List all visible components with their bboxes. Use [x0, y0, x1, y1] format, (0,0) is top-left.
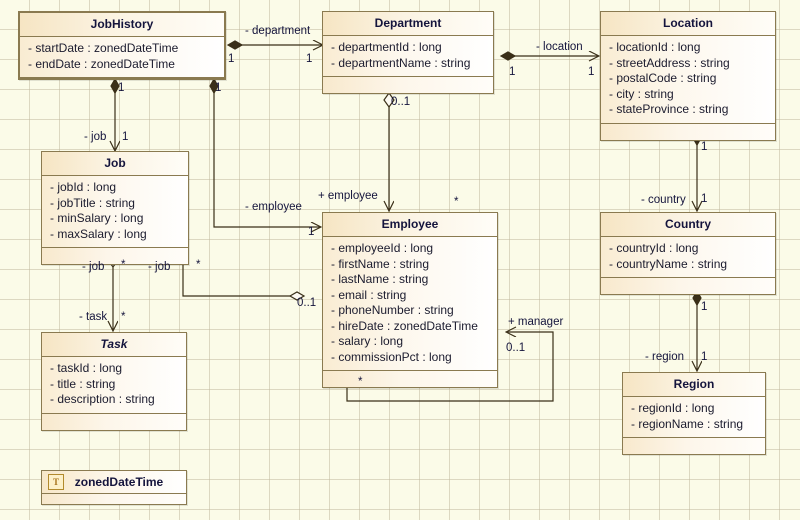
association-role-label: - region: [645, 351, 684, 363]
association-multiplicity: *: [196, 259, 201, 271]
class-operations-location: [601, 123, 775, 140]
attribute-row: - title : string: [50, 376, 116, 391]
association-multiplicity: *: [454, 196, 459, 208]
attribute-row: - hireDate : zonedDateTime: [331, 318, 478, 333]
association-multiplicity: *: [358, 376, 363, 388]
class-box-department[interactable]: Department- departmentId : long- departm…: [322, 11, 494, 94]
class-name-job: Job: [42, 152, 188, 176]
association-multiplicity: *: [121, 311, 126, 323]
attribute-row: - countryName : string: [609, 256, 728, 271]
attribute-row: - phoneNumber : string: [331, 303, 454, 317]
association-role-label: - department: [245, 25, 311, 37]
association-role-label: + manager: [508, 316, 564, 328]
association-role-label: - task: [79, 311, 108, 323]
attribute-row: - departmentId : long: [331, 40, 442, 54]
attribute-row: - regionId : long: [631, 401, 715, 415]
attribute-row: - taskId : long: [50, 361, 123, 375]
class-operations-employee: [323, 371, 497, 387]
class-attributes-region: - regionId : long- regionName : string: [623, 397, 765, 438]
attribute-row: - locationId : long: [609, 40, 701, 54]
association-multiplicity: 0..1: [297, 297, 317, 309]
association-multiplicity: 1: [701, 301, 708, 313]
attribute-row: - firstName : string: [331, 256, 430, 271]
association-multiplicity: 1: [122, 131, 129, 143]
class-operations-region: [623, 438, 765, 454]
class-name-task: Task: [42, 333, 186, 357]
class-box-country[interactable]: Country- countryId : long- countryName :…: [600, 212, 776, 295]
attribute-row: - startDate : zonedDateTime: [28, 41, 179, 55]
association-multiplicity: 1: [701, 193, 708, 205]
class-attributes-task: - taskId : long- title : string- descrip…: [42, 357, 186, 414]
association-role-label: - country: [641, 194, 686, 206]
class-name-jobhistory: JobHistory: [20, 13, 224, 37]
association-multiplicity: 1: [588, 66, 595, 78]
class-attributes-employee: - employeeId : long- firstName : string-…: [323, 237, 497, 371]
attribute-row: - commissionPct : long: [331, 349, 452, 364]
class-operations-department: [323, 77, 493, 93]
class-operations-country: [601, 278, 775, 294]
datatype-body: [42, 494, 186, 504]
attribute-row: - employeeId : long: [331, 241, 434, 255]
attribute-row: - city : string: [609, 86, 674, 101]
attribute-row: - endDate : zonedDateTime: [28, 56, 175, 71]
class-attributes-country: - countryId : long- countryName : string: [601, 237, 775, 278]
association-multiplicity: 1: [118, 82, 125, 94]
attribute-row: - postalCode : string: [609, 71, 717, 85]
attribute-row: - departmentName : string: [331, 55, 471, 70]
association-role-label: - job: [84, 131, 107, 143]
datatype-badge-icon: T: [48, 474, 64, 490]
attribute-row: - salary : long: [331, 334, 404, 348]
attribute-row: - description : string: [50, 392, 155, 406]
association-multiplicity: 1: [308, 226, 315, 238]
class-operations-task: [42, 413, 186, 430]
attribute-row: - jobId : long: [50, 180, 117, 194]
datatype-name: zonedDateTime: [74, 475, 164, 489]
association-multiplicity: 1: [701, 141, 708, 153]
class-box-job[interactable]: Job- jobId : long- jobTitle : string- mi…: [41, 151, 189, 265]
attribute-row: - jobTitle : string: [50, 195, 135, 210]
association-role-label: - location: [536, 41, 583, 53]
class-box-task[interactable]: Task- taskId : long- title : string- des…: [41, 332, 187, 431]
attribute-row: - lastName : string: [331, 272, 429, 286]
class-attributes-jobhistory: - startDate : zonedDateTime- endDate : z…: [20, 37, 224, 78]
association-multiplicity: 1: [306, 53, 313, 65]
class-box-location[interactable]: Location- locationId : long- streetAddre…: [600, 11, 776, 141]
class-attributes-location: - locationId : long- streetAddress : str…: [601, 36, 775, 124]
attribute-row: - maxSalary : long: [50, 226, 147, 241]
class-name-country: Country: [601, 213, 775, 237]
attribute-row: - regionName : string: [631, 416, 744, 431]
class-operations-job: [42, 248, 188, 264]
attribute-row: - streetAddress : string: [609, 55, 730, 70]
attribute-row: - countryId : long: [609, 241, 699, 255]
association-multiplicity: 0..1: [391, 96, 411, 108]
association-multiplicity: 0..1: [506, 342, 526, 354]
association-role-label: - employee: [245, 201, 302, 213]
class-name-region: Region: [623, 373, 765, 397]
class-name-department: Department: [323, 12, 493, 36]
association-multiplicity: 1: [215, 82, 222, 94]
attribute-row: - stateProvince : string: [609, 102, 729, 116]
class-box-jobhistory[interactable]: JobHistory- startDate : zonedDateTime- e…: [18, 11, 226, 80]
class-attributes-job: - jobId : long- jobTitle : string- minSa…: [42, 176, 188, 248]
association-multiplicity: 1: [509, 66, 516, 78]
class-name-location: Location: [601, 12, 775, 36]
class-name-employee: Employee: [323, 213, 497, 237]
association-role-label: - job: [148, 261, 171, 273]
attribute-row: - email : string: [331, 287, 407, 302]
attribute-row: - minSalary : long: [50, 211, 144, 225]
association-multiplicity: *: [121, 259, 126, 271]
association-multiplicity: 1: [701, 351, 708, 363]
class-box-employee[interactable]: Employee- employeeId : long- firstName :…: [322, 212, 498, 388]
class-box-region[interactable]: Region- regionId : long- regionName : st…: [622, 372, 766, 455]
class-attributes-department: - departmentId : long- departmentName : …: [323, 36, 493, 77]
association-role-label: + employee: [318, 190, 378, 202]
association-multiplicity: 1: [228, 53, 235, 65]
association-role-label: - job: [82, 261, 105, 273]
